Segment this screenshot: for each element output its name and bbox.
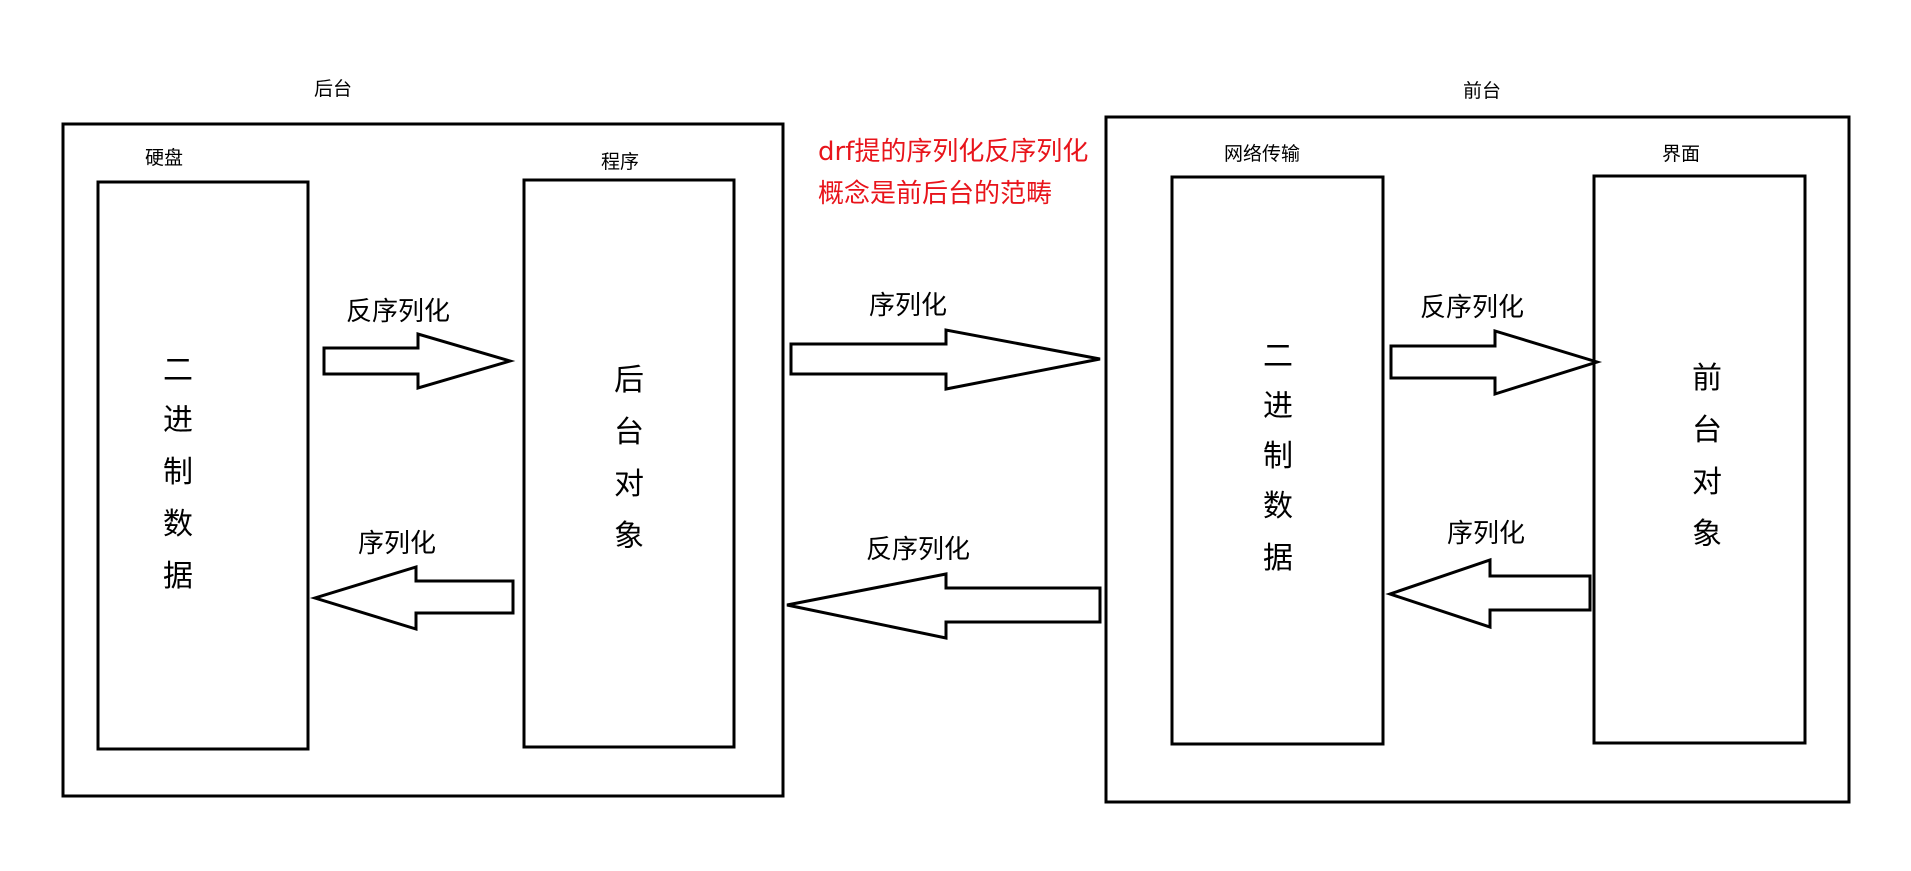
backend-serialize-label: 序列化	[358, 529, 436, 559]
disk-char-5: 据	[163, 559, 193, 594]
program-char-1: 后	[614, 363, 644, 398]
backend-deserialize-label: 反序列化	[346, 297, 450, 327]
program-char-4: 象	[614, 519, 644, 554]
program-char-3: 对	[614, 467, 644, 502]
note-line-1: drf提的序列化反序列化	[818, 137, 1088, 167]
ui-char-3: 对	[1692, 465, 1722, 500]
network-char-4: 数	[1263, 489, 1293, 524]
program-char-2: 台	[614, 415, 644, 450]
program-box	[522, 178, 736, 749]
backend-container	[61, 122, 785, 798]
disk-char-3: 制	[163, 455, 193, 490]
network-label: 网络传输	[1224, 143, 1300, 165]
arrow-right-icon	[1389, 328, 1603, 397]
disk-char-1: 二	[163, 353, 193, 388]
arrow-left-icon	[1385, 557, 1592, 630]
frontend-title: 前台	[1463, 80, 1501, 102]
transfer-serialize-label: 序列化	[869, 291, 947, 321]
ui-char-2: 台	[1692, 413, 1722, 448]
disk-box	[96, 180, 310, 751]
ui-label: 界面	[1662, 143, 1700, 165]
network-char-5: 据	[1263, 541, 1293, 576]
frontend-serialize-label: 序列化	[1447, 519, 1525, 549]
arrow-right-icon	[789, 328, 1101, 391]
frontend-container	[1104, 115, 1851, 804]
ui-box	[1592, 174, 1807, 745]
network-char-3: 制	[1263, 439, 1293, 474]
network-char-1: 二	[1263, 339, 1293, 374]
arrow-right-icon	[322, 331, 516, 391]
disk-char-2: 进	[163, 403, 193, 438]
frontend-deserialize-label: 反序列化	[1420, 293, 1524, 323]
arrow-left-icon	[309, 564, 515, 632]
ui-char-4: 象	[1692, 517, 1722, 552]
disk-char-4: 数	[163, 507, 193, 542]
transfer-deserialize-label: 反序列化	[866, 535, 970, 565]
network-box	[1170, 175, 1385, 746]
note-line-2: 概念是前后台的范畴	[818, 179, 1052, 209]
backend-title: 后台	[314, 78, 352, 100]
arrow-left-icon	[786, 572, 1102, 640]
program-label: 程序	[601, 151, 639, 173]
ui-char-1: 前	[1692, 361, 1722, 396]
network-char-2: 进	[1263, 389, 1293, 424]
disk-label: 硬盘	[145, 147, 183, 169]
